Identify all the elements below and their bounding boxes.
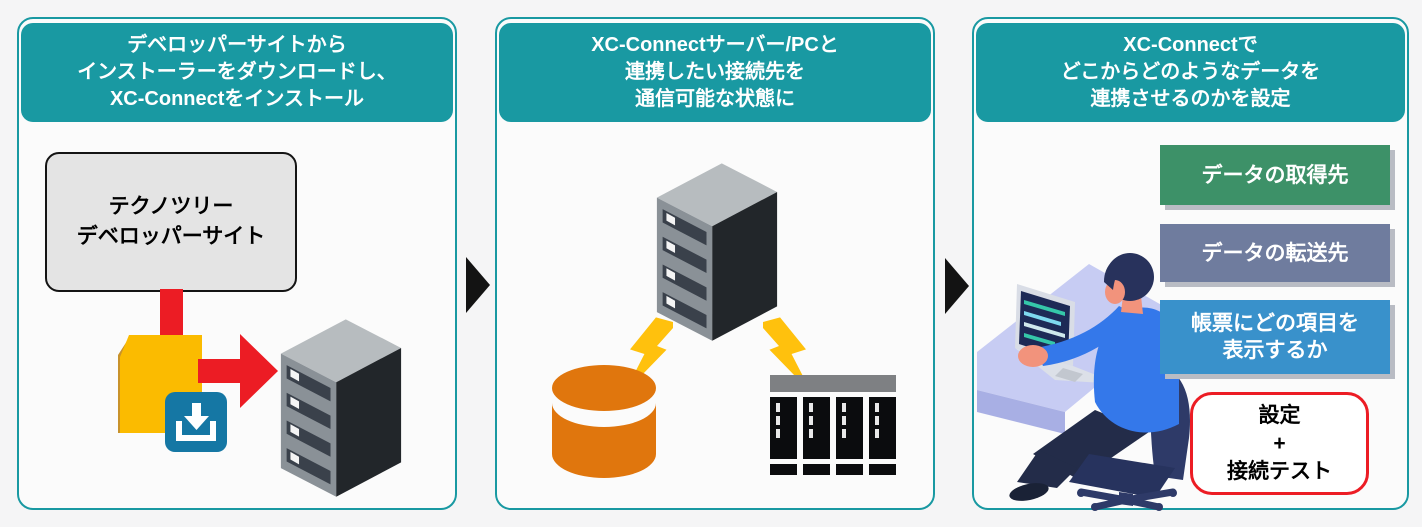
- step-1-header-line-2: インストーラーをダウンロードし、: [77, 61, 397, 83]
- data-destination-label-text: データの転送先: [1201, 241, 1349, 265]
- step-1-header-line-3: XC-Connectをインストール: [109, 88, 365, 110]
- developer-site-line-2: デベロッパーサイト: [76, 225, 266, 248]
- data-destination-label: データの転送先: [1160, 224, 1390, 282]
- step-1-header-line-1: デベロッパーサイトから: [127, 34, 347, 56]
- developer-site-line-1: テクノツリー: [108, 195, 234, 218]
- setting-and-connection-test-box: 設定 + 接続テスト: [1190, 392, 1369, 495]
- person-at-computer-illustration: [977, 253, 1190, 511]
- server-icon: [656, 163, 778, 341]
- data-source-label: データの取得先: [1160, 145, 1390, 205]
- step-1-header: デベロッパーサイトから インストーラーをダウンロードし、 XC-Connectを…: [21, 23, 453, 122]
- result-box-line-3: 接続テスト: [1227, 459, 1332, 483]
- developer-site-box: テクノツリー デベロッパーサイト: [45, 152, 297, 292]
- step-3-panel: XC-Connectで どこからどのようなデータを 連携させるのかを設定: [972, 17, 1409, 511]
- form-items-label-line-1: 帳票にどの項目を: [1191, 312, 1359, 335]
- step-1-panel: デベロッパーサイトから インストーラーをダウンロードし、 XC-Connectを…: [17, 17, 457, 510]
- step-arrow-icon: [466, 257, 490, 313]
- data-source-label-text: データの取得先: [1201, 163, 1349, 187]
- step-3-header-line-1: XC-Connectで: [1123, 34, 1258, 56]
- form-items-label: 帳票にどの項目を 表示するか: [1160, 300, 1390, 374]
- install-arrow-icon: [198, 334, 278, 408]
- database-icon: [552, 365, 656, 478]
- step-2-panel: XC-Connectサーバー/PCと 連携したい接続先を 通信可能な状態に: [495, 17, 935, 510]
- step-2-header: XC-Connectサーバー/PCと 連携したい接続先を 通信可能な状態に: [499, 23, 931, 122]
- step-2-header-line-2: 連携したい接続先を: [625, 61, 805, 83]
- step-3-header-line-3: 連携させるのかを設定: [1090, 88, 1291, 110]
- step-2-header-line-1: XC-Connectサーバー/PCと: [591, 34, 839, 56]
- form-items-label-line-2: 表示するか: [1222, 339, 1328, 362]
- step-2-header-line-3: 通信可能な状態に: [635, 88, 795, 110]
- download-icon: [165, 392, 227, 452]
- step-arrow-icon: [945, 258, 969, 314]
- plc-icon: [770, 375, 896, 475]
- lightning-icon: [763, 317, 809, 394]
- result-box-line-2: +: [1273, 431, 1286, 455]
- step-3-header-line-2: どこからどのようなデータを: [1060, 61, 1321, 83]
- step-3-header: XC-Connectで どこからどのようなデータを 連携させるのかを設定: [976, 23, 1405, 122]
- result-box-line-1: 設定: [1258, 403, 1301, 427]
- server-icon: [280, 319, 402, 497]
